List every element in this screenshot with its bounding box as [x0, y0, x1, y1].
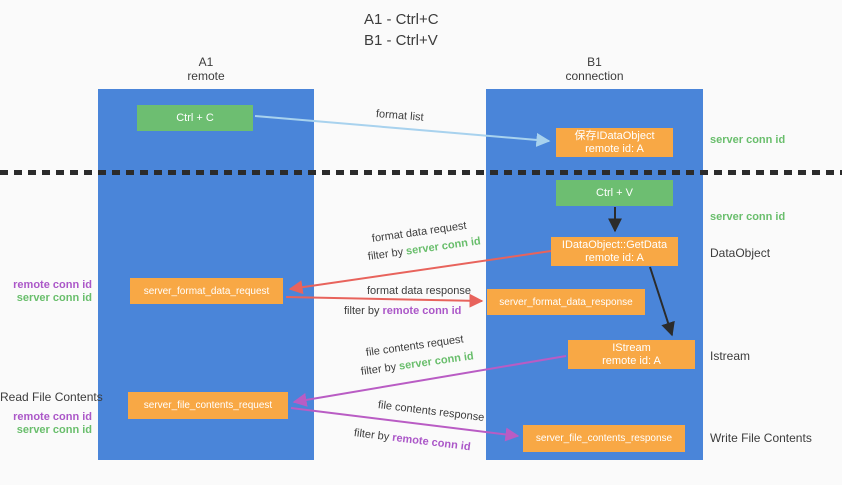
server-format-data-request-node: server_format_data_request: [130, 278, 283, 304]
lane-a-subtitle: remote: [187, 69, 225, 83]
right-annotation-istream: Istream: [710, 349, 751, 363]
filter-by-text: filter by: [360, 360, 400, 378]
remote-conn-id-text: remote conn id: [391, 431, 472, 454]
server-file-contents-response-label: server_file_contents_response: [535, 433, 673, 444]
lane-a-header: A1 remote: [98, 55, 314, 83]
server-format-data-request-label: server_format_data_request: [143, 285, 270, 297]
left-annotation-server-conn-id-2: server conn id: [16, 424, 92, 436]
save-idataobject-node: 保存IDataObject remote id: A: [556, 128, 673, 157]
lane-a-name: A1: [198, 55, 214, 69]
server-conn-id-text: server conn id: [398, 350, 475, 373]
right-annotation-server-conn-id-2: server conn id: [710, 211, 786, 223]
filter-by-text: filter by: [344, 305, 383, 317]
phase-divider-dashed-line: [0, 170, 842, 175]
server-format-data-response-label: server_format_data_response: [499, 296, 633, 308]
getdata-line2: remote id: A: [585, 251, 644, 264]
title-line-2: B1 - Ctrl+V: [364, 32, 438, 49]
getdata-line1: IDataObject::GetData: [561, 238, 668, 251]
save-idataobject-line2: remote id: A: [585, 142, 644, 155]
edge-label-format-list: format list: [376, 108, 424, 124]
right-annotation-write-file-contents: Write File Contents: [710, 431, 812, 445]
edge-label-file-contents-response: file contents response: [377, 399, 485, 424]
right-annotation-server-conn-id-1: server conn id: [710, 134, 786, 146]
edge-label-filter-by-remote-conn-id-2: filter by remote conn id: [353, 427, 471, 453]
lane-b-name: B1: [587, 55, 602, 69]
left-annotation-remote-conn-id-1: remote conn id: [13, 279, 92, 291]
diagram-title: A1 - Ctrl+C B1 - Ctrl+V: [364, 9, 439, 51]
server-file-contents-request-label: server_file_contents_request: [143, 400, 273, 411]
ctrl-c-node: Ctrl + C: [137, 105, 253, 131]
title-line-1: A1 - Ctrl+C: [364, 11, 439, 28]
arrow-format-data-response: [285, 293, 484, 308]
left-annotation-server-conn-id-1: server conn id: [16, 292, 92, 304]
server-file-contents-response-node: server_file_contents_response: [523, 425, 685, 452]
right-annotation-dataobject: DataObject: [710, 246, 771, 260]
save-idataobject-line1: 保存IDataObject: [574, 129, 655, 142]
filter-by-text: filter by: [353, 427, 393, 444]
istream-line1: IStream: [612, 341, 651, 354]
lane-b-subtitle: connection: [565, 69, 624, 83]
file-contents-response-text: file contents response: [377, 399, 485, 424]
format-list-text: format list: [375, 108, 425, 124]
ctrl-v-label: Ctrl + V: [596, 186, 633, 199]
remote-conn-id-text: remote conn id: [382, 305, 462, 317]
server-file-contents-request-node: server_file_contents_request: [128, 392, 288, 419]
left-annotation-remote-conn-id-2: remote conn id: [13, 411, 92, 423]
istream-node: IStream remote id: A: [568, 340, 695, 369]
edge-label-filter-by-remote-conn-id-1: filter by remote conn id: [344, 305, 461, 317]
format-data-response-text: format data response: [367, 285, 471, 297]
istream-line2: remote id: A: [602, 354, 661, 367]
lane-b-header: B1 connection: [486, 55, 703, 83]
edge-label-format-data-response: format data response: [367, 285, 471, 297]
server-format-data-response-node: server_format_data_response: [487, 289, 645, 315]
filter-by-text: filter by: [367, 245, 407, 263]
ctrl-c-label: Ctrl + C: [176, 111, 214, 124]
idataobject-getdata-node: IDataObject::GetData remote id: A: [551, 237, 678, 266]
left-annotation-read-file-contents: Read File Contents: [0, 390, 103, 404]
ctrl-v-node: Ctrl + V: [556, 180, 673, 206]
